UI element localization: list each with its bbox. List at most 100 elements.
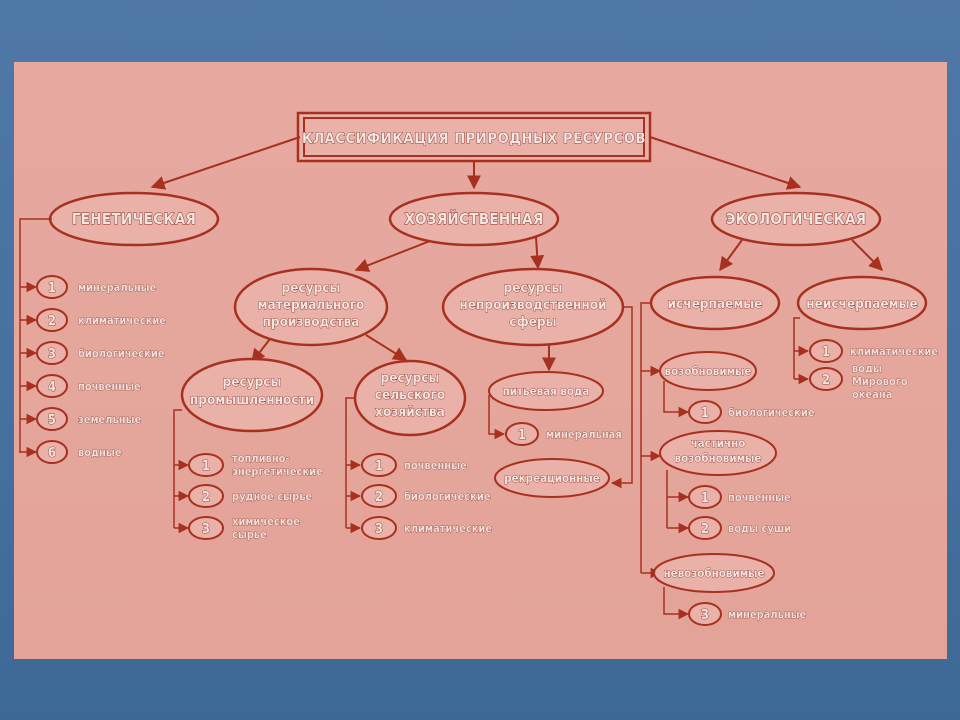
agriculture-connector: [345, 397, 356, 528]
svg-text:возобновимые: возобновимые: [675, 451, 762, 465]
agriculture-node: ресурсы сельского хозяйства: [353, 359, 467, 437]
exhaustible-connector: [640, 302, 651, 573]
svg-text:3: 3: [701, 608, 709, 623]
arrow-economic-to-nonproduction: [530, 236, 545, 270]
svg-text:воды: воды: [852, 362, 882, 375]
svg-text:минеральные: минеральные: [78, 281, 157, 294]
svg-text:производства: производства: [263, 314, 360, 330]
svg-text:сферы: сферы: [509, 314, 556, 330]
svg-text:2: 2: [202, 490, 210, 505]
title-inner-box: [303, 117, 645, 157]
list-item: 2 воды суши: [688, 516, 792, 540]
nonrenewable-node: невозобновимые: [653, 553, 775, 593]
svg-text:топливно-: топливно-: [232, 452, 290, 465]
svg-text:1: 1: [701, 491, 709, 506]
list-item: 3 минеральные: [688, 602, 807, 626]
svg-text:ресурсы: ресурсы: [282, 280, 341, 296]
svg-text:рекреационные: рекреационные: [504, 471, 600, 485]
diagram-title: КЛАССИФИКАЦИЯ ПРИРОДНЫХ РЕСУРСОВ: [302, 131, 646, 147]
list-item: 5 земельные: [36, 407, 142, 431]
material-production-node: ресурсы материального производства: [233, 267, 389, 347]
svg-text:1: 1: [48, 281, 56, 296]
genetic-label: ГЕНЕТИЧЕСКАЯ: [72, 210, 196, 228]
list-item: 1 минеральная: [505, 422, 622, 446]
svg-text:2: 2: [822, 373, 830, 388]
list-item: 2 климатические: [36, 308, 167, 332]
svg-text:1: 1: [822, 345, 830, 360]
list-item: 2 биологические: [361, 484, 491, 508]
recreational-node: рекреационные: [494, 458, 610, 498]
list-item: 1 минеральные: [36, 275, 157, 299]
svg-text:2: 2: [701, 522, 709, 537]
arrow-title-to-genetic: [150, 136, 301, 190]
svg-text:3: 3: [375, 522, 383, 537]
svg-text:2: 2: [375, 490, 383, 505]
arrow-nonproduction-to-recreational: [610, 306, 633, 489]
svg-text:ресурсы: ресурсы: [381, 370, 440, 386]
svg-text:1: 1: [518, 428, 526, 443]
svg-text:непроизводственной: непроизводственной: [459, 297, 606, 313]
genetic-node: ГЕНЕТИЧЕСКАЯ: [48, 191, 220, 247]
svg-text:химическое: химическое: [232, 515, 300, 528]
inexhaustible-connector: [793, 317, 800, 379]
arrow-material-to-agriculture: [365, 334, 408, 361]
svg-text:питьевая вода: питьевая вода: [503, 384, 590, 398]
economic-label: ХОЗЯЙСТВЕННАЯ: [404, 209, 543, 228]
inexhaustible-items: 1 климатические 2 воды Мирового океана: [794, 339, 939, 401]
list-item: 3 климатические: [361, 516, 493, 540]
svg-text:3: 3: [202, 522, 210, 537]
svg-text:земельные: земельные: [78, 413, 142, 426]
svg-text:неисчерпаемые: неисчерпаемые: [806, 296, 918, 312]
svg-text:биологические: биологические: [404, 490, 491, 503]
arrow-title-to-ecological: [649, 136, 802, 190]
agriculture-items: 1 почвенные 2 биологические 3 климатичес…: [346, 453, 493, 540]
svg-text:промышленности: промышленности: [190, 392, 314, 408]
svg-text:водные: водные: [78, 446, 122, 459]
ecological-node: ЭКОЛОГИЧЕСКАЯ: [710, 191, 882, 247]
svg-text:хозяйства: хозяйства: [375, 404, 445, 420]
genetic-connector: [19, 218, 52, 453]
svg-text:5: 5: [48, 413, 56, 428]
list-item: 6 водные: [36, 440, 122, 464]
arrow-ecological-to-inexhaustible: [851, 239, 883, 271]
svg-text:климатические: климатические: [404, 522, 492, 535]
svg-text:Мирового: Мирового: [852, 375, 908, 388]
svg-text:сырье: сырье: [232, 528, 267, 541]
svg-text:возобновимые: возобновимые: [665, 364, 752, 378]
svg-text:климатические: климатические: [78, 314, 166, 327]
ecological-label: ЭКОЛОГИЧЕСКАЯ: [726, 210, 867, 228]
arrow-economic-to-material: [354, 240, 431, 272]
svg-text:энергетические: энергетические: [232, 465, 323, 478]
industry-connector: [173, 409, 182, 528]
industry-node: ресурсы промышленности: [180, 357, 324, 433]
list-item: 1 биологические: [688, 400, 815, 424]
inexhaustible-node: неисчерпаемые: [796, 275, 928, 331]
drinking-water-node: питьевая вода: [488, 371, 604, 411]
svg-text:биологические: биологические: [728, 406, 815, 419]
partly-renewable-node: частично возобновимые: [659, 430, 777, 476]
svg-text:минеральные: минеральные: [728, 608, 807, 621]
svg-text:1: 1: [202, 459, 210, 474]
svg-text:1: 1: [701, 406, 709, 421]
svg-text:4: 4: [48, 380, 56, 395]
list-item: 1 почвенные: [361, 453, 467, 477]
list-item: 1 почвенные: [688, 485, 791, 509]
nonrenewable-connector: [663, 587, 690, 620]
svg-text:минеральная: минеральная: [546, 428, 622, 441]
title-node: КЛАССИФИКАЦИЯ ПРИРОДНЫХ РЕСУРСОВ: [296, 111, 652, 163]
list-item: 3 химическое сырье: [188, 515, 301, 541]
renewable-node: возобновимые: [659, 351, 757, 391]
svg-text:частично: частично: [691, 436, 746, 450]
drinking-connector: [488, 395, 506, 440]
svg-text:рудное сырье: рудное сырье: [232, 490, 312, 503]
svg-text:1: 1: [375, 459, 383, 474]
nonproduction-node: ресурсы непроизводственной сферы: [441, 267, 625, 347]
svg-text:6: 6: [48, 446, 56, 461]
exhaustible-node: исчерпаемые: [649, 275, 781, 331]
genetic-items: 1 минеральные 2 климатические 3 биологич…: [20, 275, 167, 464]
industry-items: 1 топливно- энергетические 2 рудное сырь…: [174, 452, 323, 541]
svg-text:исчерпаемые: исчерпаемые: [668, 296, 763, 312]
svg-text:3: 3: [48, 347, 56, 362]
svg-text:почвенные: почвенные: [728, 491, 791, 504]
